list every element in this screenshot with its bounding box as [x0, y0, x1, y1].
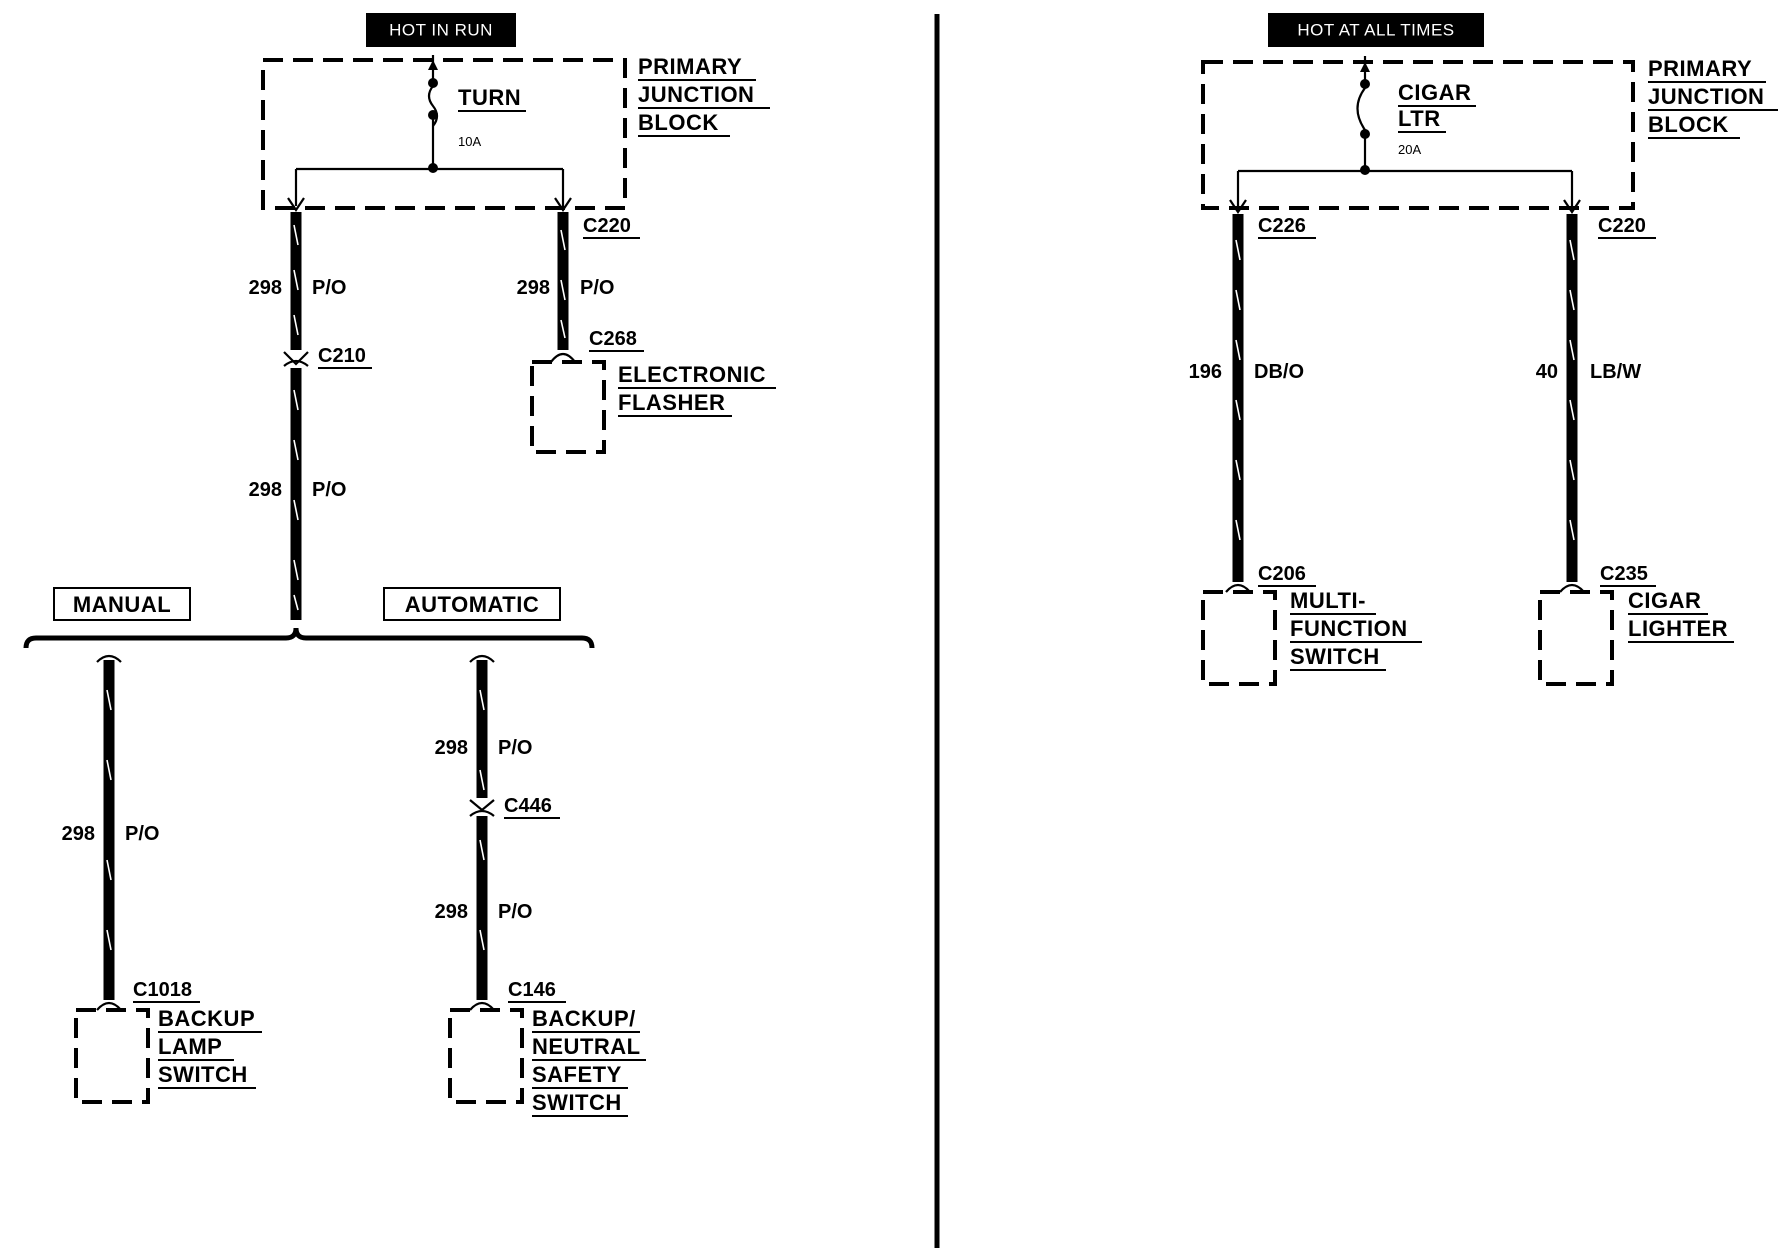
- neutral-safety-line-1: BACKUP/: [532, 1006, 636, 1031]
- left-fuse-rating: 10A: [458, 134, 481, 149]
- multifunction-switch-box: [1201, 590, 1277, 686]
- branch-split-bar: [23, 627, 595, 649]
- manual-branch-box: [53, 587, 191, 621]
- right-fuse-name-1: CIGAR: [1398, 80, 1471, 105]
- automatic-wire-upper-circuit: 298: [435, 737, 468, 759]
- right-connector-c220: C220: [1598, 215, 1646, 237]
- connector-c1018: C1018: [133, 979, 192, 1001]
- lighter-wire-color: LB/W: [1590, 361, 1641, 383]
- right-connector-c226: C226: [1258, 215, 1306, 237]
- right-fuse-name-2: LTR: [1398, 106, 1441, 131]
- left-connector-c220: C220: [583, 215, 631, 237]
- right-circuit: HOT AT ALL TIMES CIGAR LTR 20A PRIMARY J…: [1189, 13, 1778, 686]
- cigar-lighter-line-2: LIGHTER: [1628, 616, 1728, 641]
- backup-lamp-line-2: LAMP: [158, 1034, 222, 1059]
- manual-branch-label: MANUAL: [73, 592, 171, 617]
- multifunction-line-3: SWITCH: [1290, 644, 1380, 669]
- connector-c235: C235: [1600, 563, 1648, 585]
- right-power-label: HOT AT ALL TIMES: [1297, 20, 1454, 39]
- connector-c206: C206: [1258, 563, 1306, 585]
- flasher-label-line-1: ELECTRONIC: [618, 362, 766, 387]
- right-junction-line-3: BLOCK: [1648, 112, 1729, 137]
- automatic-wire-upper-color: P/O: [498, 737, 532, 759]
- automatic-wire-lower-circuit: 298: [435, 901, 468, 923]
- right-power-label-box: [1268, 13, 1484, 47]
- automatic-branch-box: [383, 587, 561, 621]
- right-fuse-icon: [1356, 56, 1370, 175]
- backup-lamp-line-3: SWITCH: [158, 1062, 248, 1087]
- left-wire-upper-circuit: 298: [249, 277, 282, 299]
- left-connector-c268: C268: [589, 328, 637, 350]
- right-fuse-rating: 20A: [1398, 142, 1421, 157]
- lighter-wire-circuit: 40: [1536, 361, 1558, 383]
- left-wire-flasher-color: P/O: [580, 277, 614, 299]
- backup-lamp-line-1: BACKUP: [158, 1006, 255, 1031]
- left-power-label: HOT IN RUN: [389, 20, 493, 39]
- left-wire-upper-color: P/O: [312, 277, 346, 299]
- multifunction-line-2: FUNCTION: [1290, 616, 1408, 641]
- neutral-safety-line-3: SAFETY: [532, 1062, 622, 1087]
- right-junction-block: [1201, 60, 1635, 210]
- cigar-lighter-line-1: CIGAR: [1628, 588, 1701, 613]
- automatic-branch-label: AUTOMATIC: [405, 592, 539, 617]
- neutral-safety-switch-box: [448, 1008, 524, 1104]
- left-wire-flasher-circuit: 298: [517, 277, 550, 299]
- multifunction-wire-color: DB/O: [1254, 361, 1304, 383]
- multifunction-wire-circuit: 196: [1189, 361, 1222, 383]
- neutral-safety-line-2: NEUTRAL: [532, 1034, 641, 1059]
- multifunction-line-1: MULTI-: [1290, 588, 1366, 613]
- electronic-flasher-box: [530, 360, 606, 454]
- left-fuse-name: TURN: [458, 85, 521, 110]
- connector-c446: C446: [504, 795, 552, 817]
- left-junction-block: [261, 58, 627, 210]
- left-connector-c210: C210: [318, 345, 366, 367]
- left-circuit: HOT IN RUN TURN 10A PRIMARY JUNCTION BLO…: [23, 13, 776, 1117]
- neutral-safety-line-4: SWITCH: [532, 1090, 622, 1115]
- cigar-lighter-box: [1538, 590, 1614, 686]
- left-wire-middle-color: P/O: [312, 479, 346, 501]
- left-fuse-icon: [427, 55, 439, 173]
- connector-c146: C146: [508, 979, 556, 1001]
- left-junction-line-3: BLOCK: [638, 110, 719, 135]
- left-junction-line-1: PRIMARY: [638, 54, 742, 79]
- manual-wire-circuit: 298: [62, 823, 95, 845]
- left-power-label-box: [366, 13, 516, 47]
- right-junction-line-2: JUNCTION: [1648, 84, 1764, 109]
- left-wire-middle-circuit: 298: [249, 479, 282, 501]
- automatic-wire-lower-color: P/O: [498, 901, 532, 923]
- right-junction-line-1: PRIMARY: [1648, 56, 1752, 81]
- backup-lamp-switch-box: [74, 1008, 150, 1104]
- left-junction-line-2: JUNCTION: [638, 82, 754, 107]
- manual-wire-color: P/O: [125, 823, 159, 845]
- flasher-label-line-2: FLASHER: [618, 390, 725, 415]
